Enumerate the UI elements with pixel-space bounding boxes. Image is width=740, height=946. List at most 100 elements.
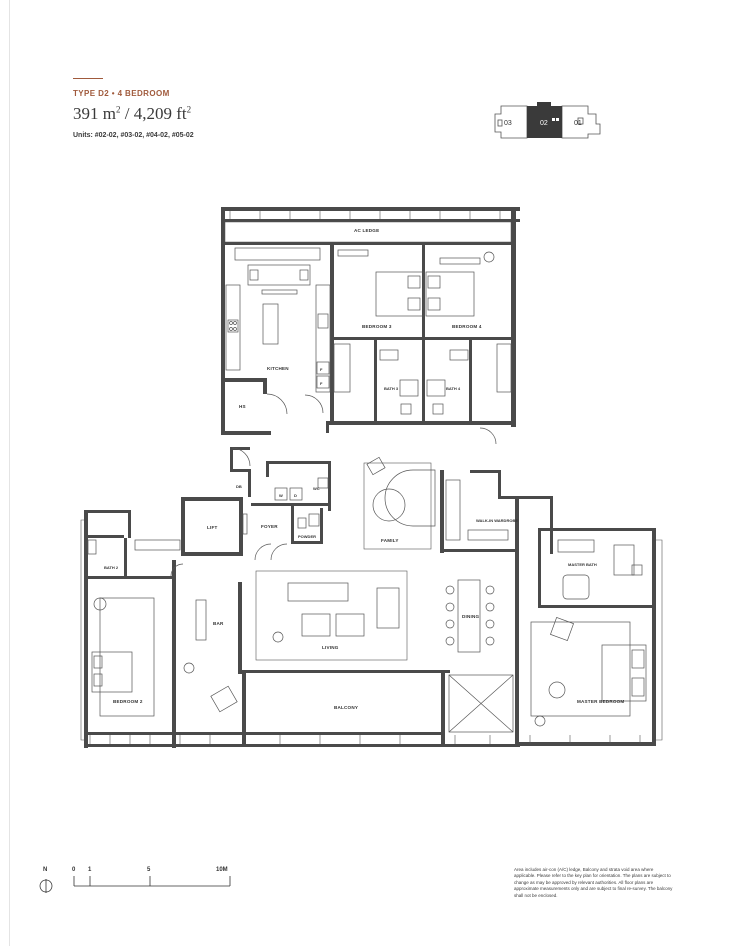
- label-db: DB: [236, 484, 242, 489]
- door-arc-entry: [231, 447, 251, 467]
- scale-tick-10m: 10M: [216, 867, 228, 873]
- bath4-vanity: [449, 349, 469, 361]
- exterior-walls: [84, 207, 656, 748]
- wall-kitchen-left: [221, 207, 225, 435]
- bed-2-pillow-2: [93, 673, 103, 687]
- bedroom2-chair: [93, 597, 107, 611]
- label-master-bath-1: MASTER BATH: [568, 562, 597, 567]
- scale-bar: N 0 1 5 10M: [39, 867, 231, 893]
- area-m2: 391 m: [73, 104, 116, 123]
- bed-3-pillow-2: [407, 297, 421, 311]
- wall-bed3-bed4-divider: [422, 245, 425, 340]
- powder-vanity: [297, 517, 307, 529]
- wall-bedrooms-bottom: [334, 337, 511, 340]
- living-chaise: [376, 587, 400, 629]
- master-bed-pillow-1: [631, 649, 645, 669]
- dining-table: [457, 579, 481, 653]
- wall-master-bath-bottom: [538, 605, 656, 608]
- wc-toilet: [317, 477, 329, 489]
- wall-lift-bottom: [181, 552, 243, 556]
- wall-bath-divider: [422, 340, 425, 424]
- label-bedroom-2: BEDROOM 2: [113, 699, 143, 704]
- living-coffee-table-1: [301, 613, 331, 637]
- label-hs: HS: [239, 404, 246, 409]
- door-arc-right-corridor: [479, 427, 497, 445]
- master-bath-toilet: [631, 564, 643, 576]
- wall-kitchen-bottom: [221, 431, 271, 435]
- label-w: W: [279, 493, 283, 498]
- accent-rule: [73, 78, 103, 79]
- wall-foyer-entry-top: [230, 447, 250, 450]
- void-area: [448, 674, 514, 733]
- master-armchair-1: [548, 681, 566, 699]
- wall-bottom-outer: [84, 744, 520, 747]
- label-ac-ledge: AC LEDGE: [354, 228, 379, 233]
- wall-top-outer: [221, 207, 520, 211]
- label-d: D: [294, 493, 297, 498]
- scale-tick-5: 5: [147, 867, 151, 873]
- disclaimer-text: Area includes air-con (A/C) ledge, Balco…: [514, 867, 673, 898]
- wall-bar-right: [238, 582, 242, 674]
- label-living: LIVING: [322, 645, 339, 650]
- bath4-toilet: [432, 403, 444, 415]
- wall-wc-left: [266, 461, 269, 477]
- wall-hs-right: [263, 378, 267, 394]
- hob-burner-1: [229, 321, 233, 325]
- dining-chair-8: [485, 636, 495, 646]
- dryer: [289, 487, 303, 501]
- wall-balcony-top: [242, 670, 450, 673]
- dining-chair-5: [485, 585, 495, 595]
- wall-master-right: [652, 528, 656, 746]
- hob-burner-4: [233, 327, 237, 331]
- foyer-console: [242, 513, 248, 535]
- keyplan-unit-02-highlight: [527, 102, 562, 138]
- wall-balcony-right: [441, 670, 445, 745]
- key-plan: 03 02 01: [494, 102, 601, 139]
- bath4-shower: [426, 379, 446, 397]
- label-master-bedroom: MASTER BEDROOM: [577, 699, 624, 704]
- wall-lift-top: [181, 497, 243, 501]
- bed-4: [425, 271, 475, 317]
- kitchen-island: [262, 303, 279, 345]
- bath3-shower: [399, 379, 419, 397]
- wall-kitchen-right: [330, 242, 334, 424]
- keyplan-label-01: 01: [574, 120, 582, 127]
- wall-bottom-inner: [84, 732, 444, 735]
- powder-toilet: [308, 513, 320, 527]
- kitchen-chair-1: [249, 269, 259, 281]
- wall-balcony-left: [242, 670, 246, 745]
- keyplan-label-03: 03: [504, 120, 512, 127]
- family-coffee-table: [372, 488, 406, 522]
- units-list: Units: #02-02, #03-02, #04-02, #05-02: [73, 132, 194, 139]
- dining-chair-2: [445, 602, 455, 612]
- living-side-chair: [272, 631, 284, 643]
- window-bottom-mullions: [89, 735, 641, 744]
- wall-kitchen-top: [221, 242, 333, 245]
- family-rug: [363, 462, 432, 550]
- family-sofa: [384, 469, 436, 527]
- door-arc-corridor: [304, 394, 324, 414]
- wall-bath2-top-notch: [84, 510, 131, 513]
- kitchen-dining-table: [247, 264, 311, 286]
- label-bath-2: BATH 2: [104, 565, 119, 570]
- wall-corridor-stub: [326, 421, 329, 433]
- page-edge-rule: [9, 0, 10, 946]
- bedroom-4-chair: [483, 251, 495, 263]
- dining-chair-3: [445, 619, 455, 629]
- window-top-mullions: [229, 211, 501, 219]
- family-armchair: [366, 456, 386, 476]
- wall-master-bath-left: [538, 528, 541, 608]
- dining-chair-1: [445, 585, 455, 595]
- bath3-vanity: [379, 349, 399, 361]
- master-bed: [601, 644, 647, 702]
- fridge-1: [316, 361, 330, 375]
- label-bar: BAR: [213, 621, 224, 626]
- room-labels: AC LEDGE KITCHEN BEDROOM 3 BEDROOM 4 BAT…: [104, 228, 624, 710]
- area-m2-sup: 2: [115, 104, 121, 115]
- wall-bedroom2-top: [84, 576, 176, 579]
- kitchen-left-counter: [225, 284, 241, 371]
- master-armchair-2: [550, 617, 574, 641]
- hob-burner-2: [233, 321, 237, 325]
- master-bed-pillow-2: [631, 677, 645, 697]
- wall-bedrooms-top: [330, 242, 514, 245]
